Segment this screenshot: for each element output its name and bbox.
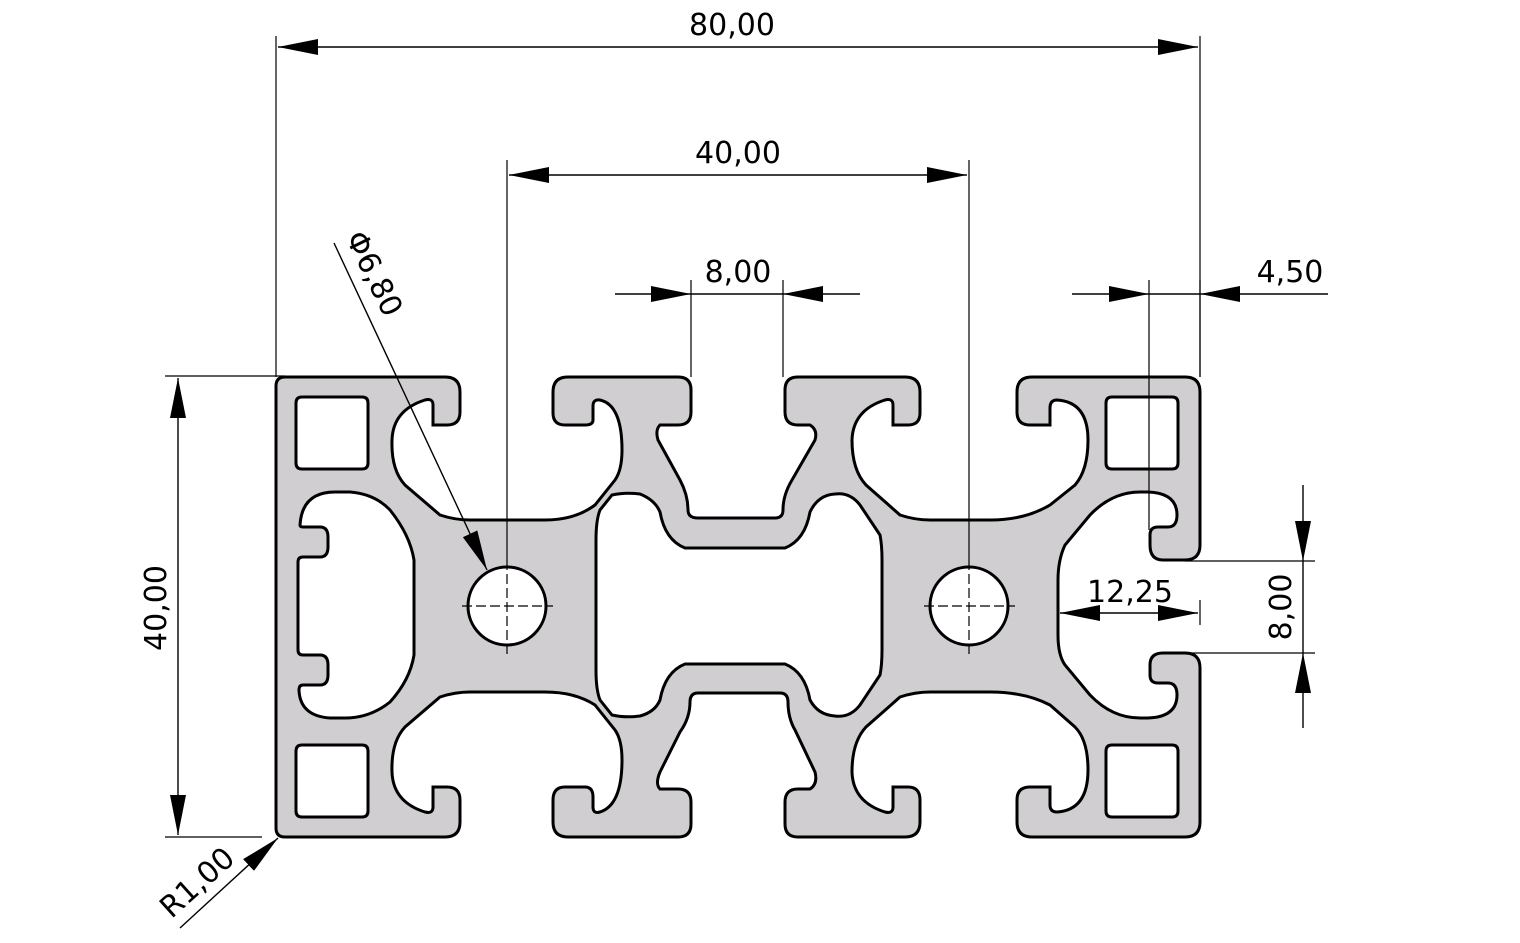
dim-slot-opening-top: 8,00 bbox=[705, 255, 772, 290]
profile-body bbox=[274, 375, 1202, 839]
center-lines bbox=[462, 160, 1015, 655]
dimension-lines bbox=[170, 39, 1328, 929]
dim-slot-opening-side: 8,00 bbox=[1264, 574, 1299, 641]
dim-overall-width: 80,00 bbox=[689, 8, 775, 43]
dim-edge-offset: 4,50 bbox=[1257, 255, 1324, 290]
dim-slot-depth: 12,25 bbox=[1087, 575, 1173, 610]
dim-overall-height: 40,00 bbox=[139, 565, 174, 651]
dim-hole-spacing: 40,00 bbox=[695, 136, 781, 171]
extension-lines bbox=[165, 36, 1315, 838]
dim-corner-radius-leader bbox=[179, 837, 279, 929]
dim-hole-diameter-leader bbox=[333, 242, 488, 571]
